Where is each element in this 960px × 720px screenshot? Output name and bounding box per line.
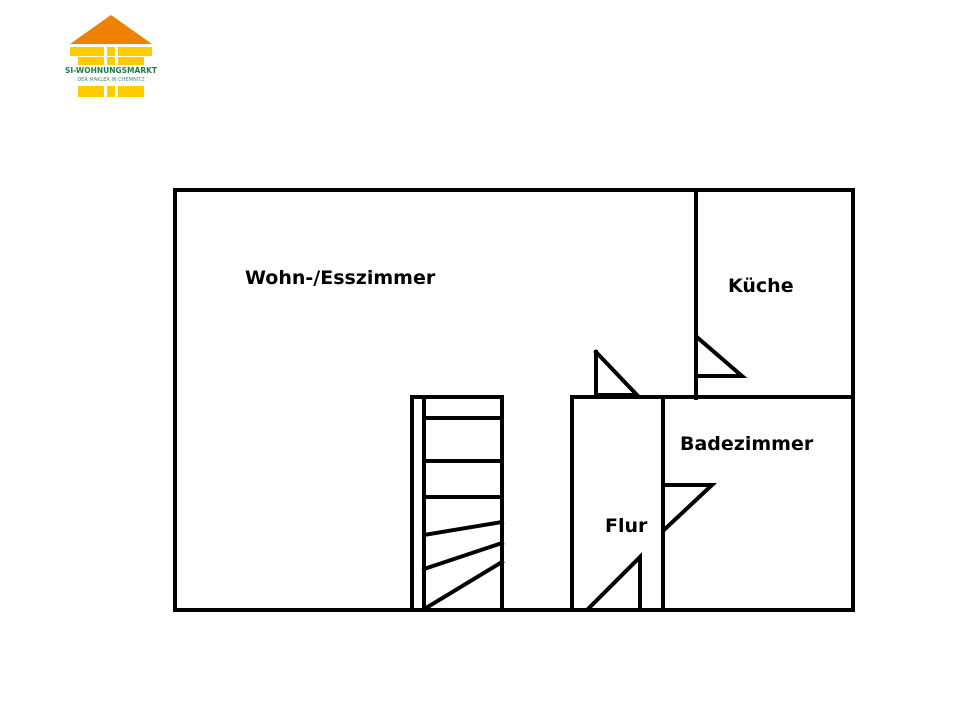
- logo-bar: [118, 86, 144, 97]
- logo-tagline: DER MAKLER IN CHEMNITZ: [77, 77, 145, 83]
- logo-bar: [78, 57, 104, 65]
- room-label-kitchen: Küche: [728, 275, 794, 297]
- logo-brand: SI-WOHNUNGSMARKT: [65, 66, 158, 75]
- room-label-hallway: Flur: [605, 515, 648, 537]
- room-label-bathroom: Badezimmer: [680, 433, 814, 455]
- company-logo: SI-WOHNUNGSMARKT DER MAKLER IN CHEMNITZ: [65, 15, 158, 97]
- bathroom-door: [662, 483, 718, 532]
- hallway-door: [593, 349, 642, 397]
- logo-bar: [78, 86, 104, 97]
- logo-bar: [107, 86, 115, 97]
- logo-roof: [70, 15, 152, 44]
- kitchen-door: [695, 335, 748, 378]
- entrance-door: [586, 552, 642, 611]
- outer-wall: [173, 188, 855, 612]
- logo-bar: [107, 47, 115, 56]
- logo-bar: [70, 47, 104, 56]
- logo-bar: [118, 47, 152, 56]
- logo-bar: [107, 57, 115, 65]
- room-label-living: Wohn-/Esszimmer: [245, 267, 436, 289]
- staircase: [410, 395, 505, 612]
- logo-bar: [118, 57, 144, 65]
